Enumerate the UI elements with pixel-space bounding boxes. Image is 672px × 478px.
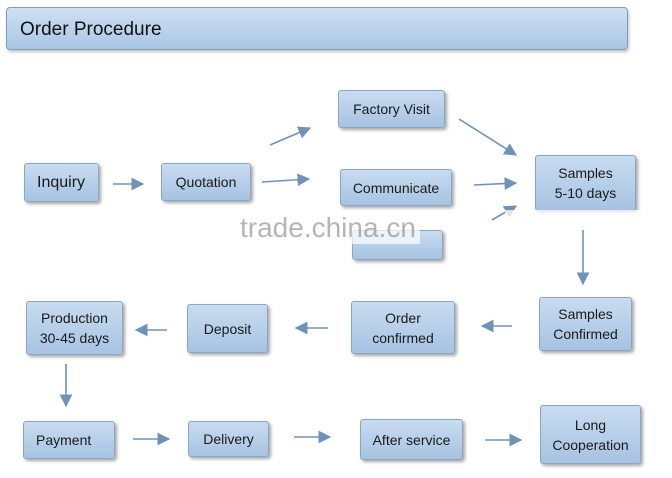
diagram-title: Order Procedure xyxy=(20,19,162,40)
step-after-service: After service xyxy=(360,419,463,460)
step-production: Production 30-45 days xyxy=(26,301,123,355)
step-deposit: Deposit xyxy=(187,304,268,353)
arrow-quotation-communicate xyxy=(261,173,311,187)
arrow-lower-samples xyxy=(491,205,518,221)
step-order-confirmed: Order confirmed xyxy=(351,301,455,354)
step-quotation: Quotation xyxy=(161,163,251,201)
step-payment: Payment xyxy=(23,421,115,459)
step-samples: Samples 5-10 days xyxy=(535,155,636,211)
arrow-communicate-samples xyxy=(473,177,518,190)
step-delivery: Delivery xyxy=(188,421,269,457)
title-banner: Order Procedure xyxy=(6,7,628,50)
arrow-quotation-factory xyxy=(269,126,312,146)
step-long-cooperation: Long Cooperation xyxy=(540,405,641,464)
step-factory-visit: Factory Visit xyxy=(338,90,445,128)
watermark-blur xyxy=(505,210,640,228)
watermark-text: trade.china.cn xyxy=(236,212,420,244)
arrow-factory-samples xyxy=(458,118,518,156)
step-samples-confirmed: Samples Confirmed xyxy=(539,297,632,351)
step-inquiry: Inquiry xyxy=(24,163,99,202)
step-communicate: Communicate xyxy=(340,169,452,206)
